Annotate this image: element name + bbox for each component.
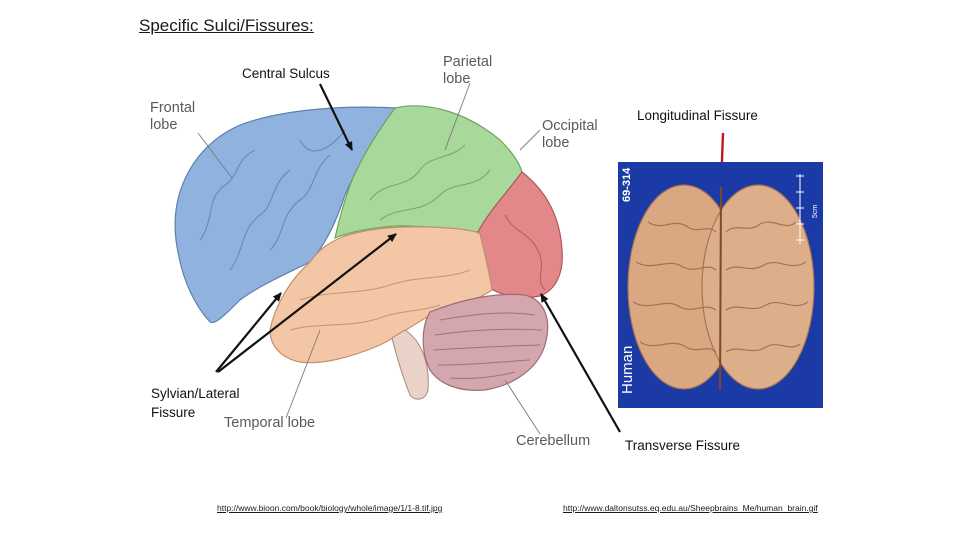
temporal-lobe-label: Temporal lobe [224,415,316,431]
central-sulcus-label: Central Sulcus [242,66,330,81]
sylvian-arrow-upper [217,233,397,373]
source-link-right[interactable]: http://www.daltonsutss.eq.edu.au/Sheepbr… [563,503,818,513]
cerebellum-label: Cerebellum [516,433,591,449]
slide-title: Specific Sulci/Fissures: [139,16,314,35]
frontal-lobe-label-line1: Frontal [150,100,196,116]
frontal-lobe-label-line2: lobe [150,117,178,133]
scale-label: 5cm [812,205,819,218]
right-hemisphere [701,184,815,390]
sylvian-label-line1: Sylvian/Lateral [151,386,240,401]
sylvian-label-line2: Fissure [151,405,196,420]
frontal-lobe-region [174,106,397,324]
source-link-left[interactable]: http://www.bioon.com/book/biology/whole/… [217,503,443,513]
side-label-human: Human [619,346,636,394]
frontal-lobe-label: Frontal lobe [150,100,195,134]
parietal-lobe-label-line2: lobe [443,71,471,87]
brainstem-region [391,329,429,400]
central-sulcus-arrow [319,83,353,151]
transverse-fissure-label: Transverse Fissure [625,438,741,453]
occipital-lobe-label: Occipital lobe [542,118,598,152]
scale-bar [796,174,804,244]
transverse-fissure-arrow [540,293,621,433]
superior-brain-photo: 69-314 Human 5cm [618,162,823,408]
sylvian-arrow-lower [215,292,282,373]
occipital-lobe-label-line1: Occipital [542,118,598,134]
longitudinal-fissure-line [719,186,722,391]
parietal-lobe-label-line1: Parietal [443,54,493,70]
parietal-lobe-label: Parietal lobe [443,54,492,88]
cerebellum-region [422,293,549,391]
specimen-number: 69-314 [621,167,633,202]
sylvian-lateral-fissure-label: Sylvian/Lateral Fissure [151,384,240,422]
occipital-lobe-label-line2: lobe [542,135,570,151]
longitudinal-fissure-label: Longitudinal Fissure [637,108,758,123]
